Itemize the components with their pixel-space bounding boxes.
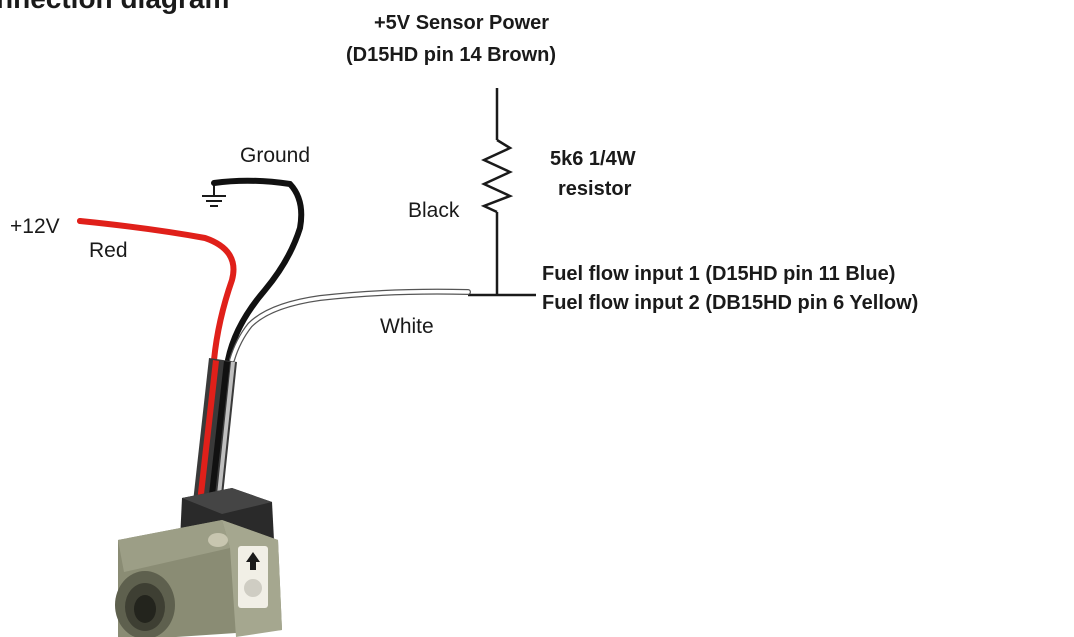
fuel-flow-input2-label: Fuel flow input 2 (DB15HD pin 6 Yellow) — [542, 292, 919, 314]
plus12v-terminal-icon — [77, 218, 83, 224]
ground-wire-label: Ground — [240, 144, 311, 167]
resistor-value-label: 5k6 1/4W — [550, 148, 636, 170]
sensor-power-pin-label: (D15HD pin 14 Brown) — [346, 44, 557, 66]
white-wire — [229, 288, 471, 363]
white-wire-fill — [230, 289, 470, 362]
sensor-power-label: +5V Sensor Power — [374, 12, 550, 34]
red-wire-label: Red — [89, 239, 128, 262]
fuel-flow-sensor-icon — [115, 488, 282, 637]
diagram-title: nnection diagram — [0, 0, 229, 15]
cable-bundle — [193, 358, 237, 505]
white-wire-label: White — [380, 315, 434, 338]
resistor-symbol — [480, 138, 514, 214]
resistor-label: resistor — [558, 178, 632, 200]
fuel-flow-input1-label: Fuel flow input 1 (D15HD pin 11 Blue) — [542, 263, 896, 285]
black-wire — [211, 177, 305, 363]
red-wire — [77, 218, 237, 363]
ground-icon — [202, 183, 226, 207]
plus12v-label: +12V — [10, 215, 60, 238]
black-wire-label: Black — [408, 199, 460, 222]
